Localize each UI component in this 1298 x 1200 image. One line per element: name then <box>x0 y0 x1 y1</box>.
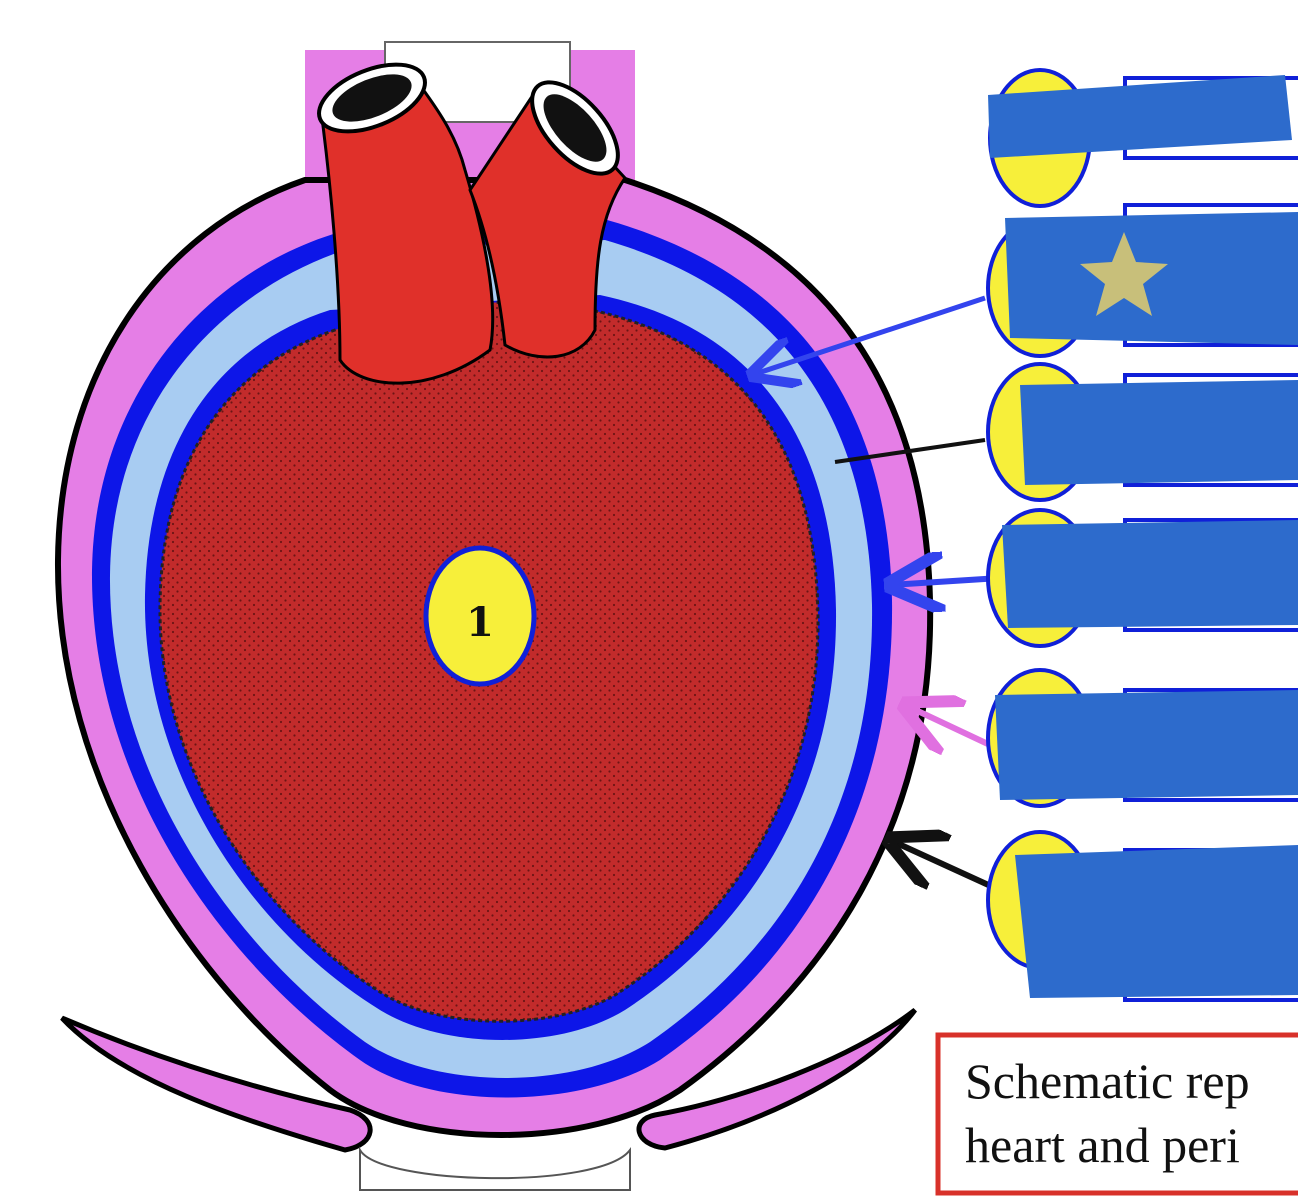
great-vessels <box>317 62 627 385</box>
label-cover[interactable] <box>988 75 1292 158</box>
label-row-3[interactable] <box>986 362 1298 502</box>
label-cover[interactable] <box>995 690 1298 800</box>
arrow-row-2 <box>752 295 986 375</box>
caption-box: Schematic rep heart and peri <box>935 1032 1298 1196</box>
label-row-1[interactable] <box>988 68 1298 208</box>
pointer-arrows <box>752 295 1001 891</box>
caption-line-2: heart and peri <box>965 1117 1240 1173</box>
label-1-text: 1 <box>466 599 494 646</box>
arrow-row-3 <box>834 438 986 464</box>
star-icon <box>1080 232 1168 316</box>
arrow-row-4 <box>890 578 1001 585</box>
label-cover[interactable] <box>1020 380 1298 485</box>
label-row-4[interactable] <box>986 508 1298 648</box>
label-cover[interactable] <box>1015 845 1298 998</box>
arrow-row-6 <box>890 840 997 891</box>
label-row-6[interactable] <box>986 830 1298 1002</box>
label-row-2[interactable] <box>986 203 1298 358</box>
caption-line-1: Schematic rep <box>965 1053 1250 1109</box>
label-1-marker: 1 <box>423 545 537 687</box>
label-cover[interactable] <box>1005 212 1298 345</box>
arrow-row-5 <box>905 705 992 745</box>
label-row-5[interactable] <box>986 668 1298 808</box>
label-cover[interactable] <box>1002 520 1298 628</box>
diaphragm <box>60 1008 917 1191</box>
